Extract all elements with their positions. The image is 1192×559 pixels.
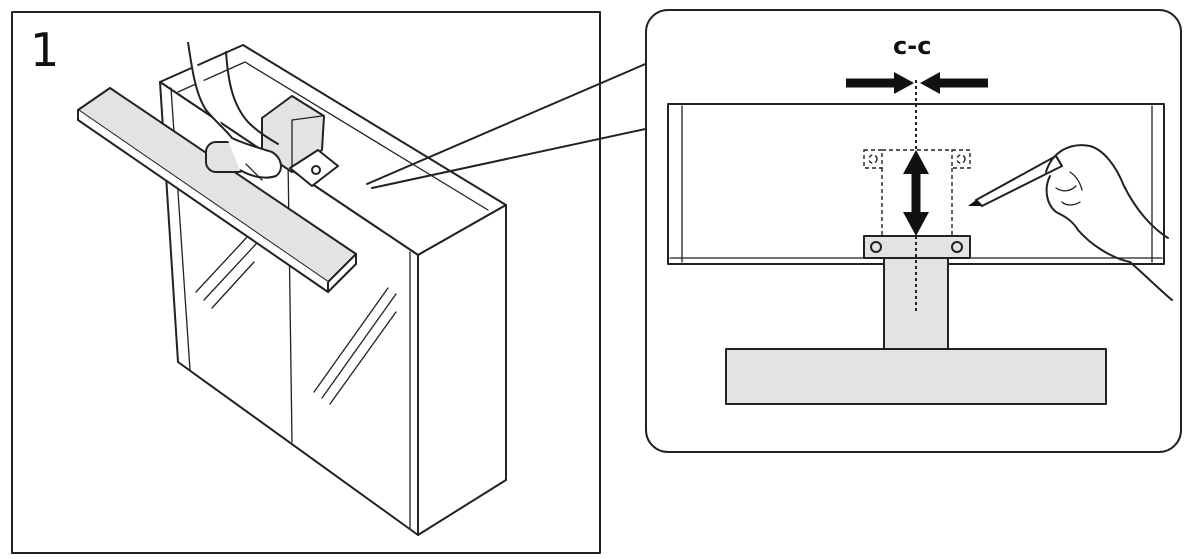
double-arrow-icon (903, 150, 929, 236)
screw-marker-icon (870, 241, 882, 253)
light-bar (77, 87, 357, 293)
step-number: 1 (30, 23, 59, 77)
step-panel: 1 (11, 11, 651, 554)
light-bar-front (725, 348, 1107, 405)
pencil-hand-icon (968, 144, 1173, 301)
screw-marker-icon (951, 241, 963, 253)
callout-line-top (366, 61, 651, 185)
callout-line-bottom (371, 127, 651, 189)
detail-panel: c-c (645, 9, 1182, 453)
hand-icon (187, 41, 282, 181)
mirror-reflection (195, 235, 397, 405)
mark-position-guide (863, 149, 971, 236)
center-to-center-label: c-c (893, 32, 931, 60)
center-arrows-icon (846, 72, 988, 94)
